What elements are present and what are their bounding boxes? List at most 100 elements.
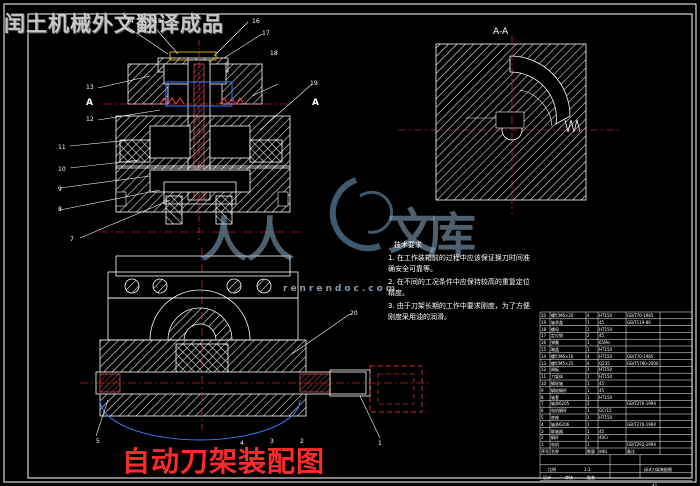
bom-row-12-col-2: 1 <box>587 367 590 373</box>
bom-row-6-col-3: GCr15 <box>599 408 612 414</box>
title-block-footer-1: 审核 <box>565 474 573 480</box>
bom-row-1-col-0: 1 <box>541 442 544 448</box>
bom-row-5-col-1: 底座 <box>551 415 559 420</box>
bom-row-8-col-0: 8 <box>541 394 544 400</box>
notes-title: 技术要求 <box>394 241 422 249</box>
bom-row-14-col-2: 4 <box>587 353 590 359</box>
bom-row-1-col-2: 1 <box>587 442 590 448</box>
callout-10: 10 <box>58 166 66 173</box>
bom-row-19-col-2: 1 <box>587 319 590 325</box>
bom-row-11-col-3: HT150 <box>599 374 613 380</box>
bom-row-17-col-2: 2 <box>587 333 590 339</box>
bom-row-8-col-2: 1 <box>587 394 590 400</box>
front-section-view <box>100 40 300 240</box>
callout-2: 2 <box>300 438 304 445</box>
bom-table <box>539 311 693 482</box>
callout-19: 19 <box>310 80 318 87</box>
bom-row-13-col-4: GB/T5780-2000 <box>627 360 659 366</box>
watermark-char-4: 库 <box>428 208 477 264</box>
bom-row-20-col-3: HT150 <box>599 313 613 318</box>
bom-row-2-col-1: 蜗杆 <box>551 435 559 441</box>
callout-12: 12 <box>86 116 94 123</box>
bom-row-1-col-4: GB/T292-1994 <box>627 442 656 448</box>
watermark-char-2: 人 <box>246 212 295 268</box>
bom-row-14-col-0: 14 <box>541 353 547 359</box>
callout-18: 18 <box>270 50 278 57</box>
bom-row-12-col-3: HT150 <box>599 367 613 373</box>
callout-3: 3 <box>270 438 274 445</box>
callout-17: 17 <box>262 30 270 37</box>
bom-row-9-col-1: 蜗轮蜗杆 <box>551 387 567 393</box>
bom-row-19-col-4: GB/T119-86 <box>627 319 651 325</box>
bom-header-2: 数量 <box>587 449 595 454</box>
bom-row-6-col-0: 6 <box>541 408 544 414</box>
callout-4: 4 <box>240 440 244 447</box>
bom-row-16-col-0: 16 <box>541 340 547 346</box>
bom-row-11-col-0: 11 <box>541 374 547 380</box>
callout-9: 9 <box>58 186 62 193</box>
bom-row-15-col-3: HT150 <box>599 347 613 352</box>
bom-row-20-col-0: 20 <box>541 313 547 318</box>
banner-text: 闰土机械外文翻译成品 <box>4 12 224 36</box>
outer-frame <box>3 3 697 483</box>
bom-row-14-col-3: HT150 <box>599 353 613 359</box>
bom-row-18-col-1: 螺母 <box>551 326 559 332</box>
watermark-char-1: 人 <box>200 212 249 268</box>
bom-row-11-col-1: 刀架体 <box>551 374 563 380</box>
callout-1: 1 <box>378 440 382 447</box>
section-label: A-A <box>493 27 509 37</box>
bom-row-13-col-0: 13 <box>541 360 547 366</box>
section-a-a-view <box>398 36 620 214</box>
note-item-3: 3. 由于刀架长期的工作中要求刚度，为了方便刚度采用油的润滑。 <box>388 302 530 321</box>
bom-row-3-col-3: 45 <box>599 428 605 434</box>
bom-row-14-col-4: GB/T70-1985 <box>627 353 654 359</box>
bom-row-10-col-1: 蜗轮轴 <box>551 381 563 386</box>
bom-row-20-col-2: 4 <box>587 313 590 318</box>
title-block-drawing-name: 闭式刀架装配图 <box>644 466 672 472</box>
bom-row-17-col-1: 定位销 <box>551 333 563 339</box>
callout-11: 11 <box>58 144 66 151</box>
callout-20: 20 <box>350 310 358 317</box>
bom-header-3: 材料 <box>599 449 607 454</box>
bom-row-3-col-2: 1 <box>587 428 590 434</box>
bom-row-15-col-1: 端盖 <box>551 347 559 352</box>
drawing-title: 自动刀架装配图 <box>122 445 326 478</box>
bom-row-10-col-0: 10 <box>541 381 547 386</box>
title-block-sheet: A1 <box>652 482 658 486</box>
note-item-2: 2. 在不同的工况条件中应保持较高的重复定位精度。 <box>388 278 530 297</box>
bom-row-18-col-0: 18 <box>541 326 547 332</box>
leader-lines <box>59 21 381 439</box>
bom-row-9-col-0: 9 <box>541 387 544 393</box>
bom-row-13-col-2: 4 <box>587 360 590 366</box>
bom-row-16-col-2: 1 <box>587 340 590 346</box>
bom-row-15-col-0: 15 <box>541 347 547 352</box>
bom-row-2-col-2: 1 <box>587 435 590 441</box>
callout-5: 5 <box>96 438 100 445</box>
bom-row-9-col-2: 1 <box>587 387 590 393</box>
bom-row-8-col-3: HT150 <box>599 394 613 400</box>
title-block-footer-2: 批准 <box>587 474 595 480</box>
callout-15: 15 <box>154 18 162 25</box>
bom-row-5-col-2: 1 <box>587 415 590 420</box>
section-arrow-left: A <box>86 98 93 108</box>
callout-13: 13 <box>86 84 94 91</box>
bom-row-7-col-4: GB/T276-1994 <box>627 401 656 407</box>
bom-row-3-col-1: 联轴器 <box>551 428 563 434</box>
bom-row-16-col-1: 弹簧 <box>551 340 559 346</box>
callout-14: 14 <box>126 18 134 25</box>
watermark-char-3: 文 <box>388 204 437 260</box>
bom-header-4: 备注 <box>627 449 635 454</box>
bom-row-7-col-2: 2 <box>587 401 590 407</box>
bom-header-0: 序号 <box>541 449 549 454</box>
bom-row-2-col-3: 40Cr <box>599 435 609 441</box>
title-block-footer-0: 设计 <box>543 474 551 480</box>
title-block-scale-label: 比例 <box>548 466 556 472</box>
note-item-1: 1. 在工作装箱前的过程中应该保证换刀时间准确安全可靠等。 <box>388 254 530 273</box>
bom-row-20-col-1: 螺钉M6×20 <box>551 313 574 318</box>
bom-row-16-col-3: 65Mn <box>599 340 611 346</box>
bom-row-18-col-3: HT150 <box>599 326 613 332</box>
bom-row-15-col-2: 1 <box>587 347 590 352</box>
bom-row-5-col-3: HT150 <box>599 415 613 420</box>
